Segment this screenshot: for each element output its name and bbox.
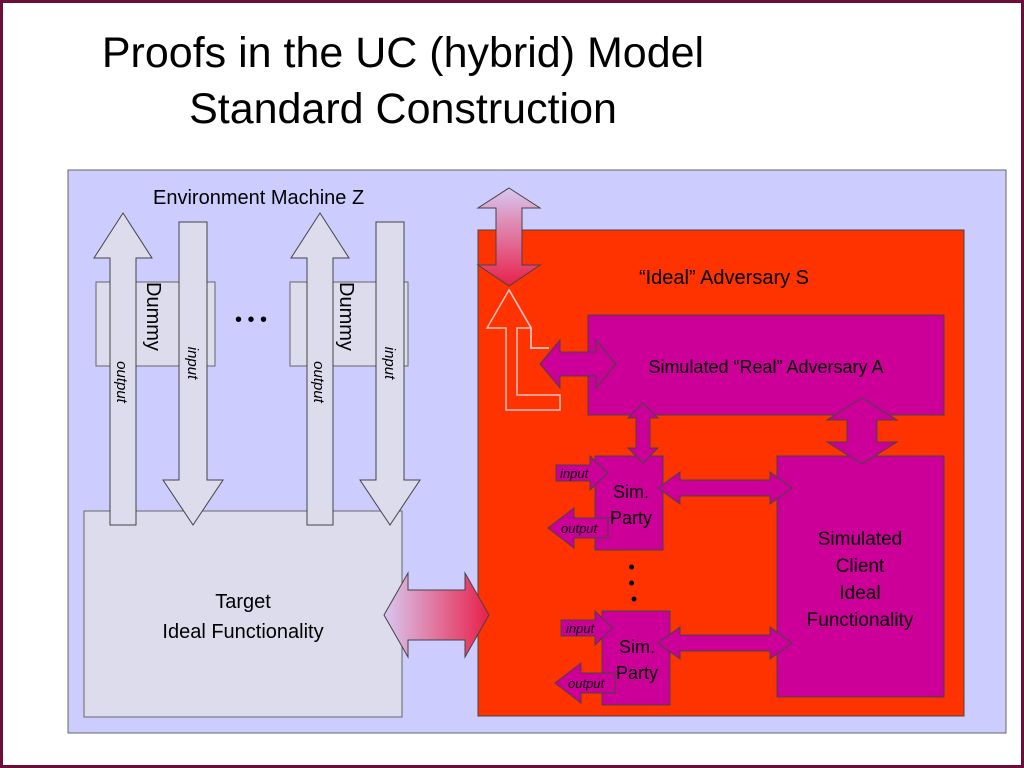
sim-party-dot-2: • <box>628 573 634 593</box>
dummy-label-left: Dummy <box>142 282 164 351</box>
sim-party-box-bottom <box>601 610 671 706</box>
adversary-party-arrow <box>626 402 660 464</box>
input-label-party-bottom: input <box>566 621 596 636</box>
environment-adversary-arrow <box>476 187 542 287</box>
sim-party-top-line-1: Sim. <box>613 482 649 502</box>
output-label-party-top: output <box>561 521 599 536</box>
output-arrow-right <box>290 212 350 526</box>
output-arrow-party-top <box>547 506 609 550</box>
construction-diagram: Environment Machine Z Target Ideal Funct… <box>67 169 1007 734</box>
simulated-real-adversary-box <box>587 314 945 416</box>
sim-party-bottom-line-1: Sim. <box>619 637 655 657</box>
output-label-right: output <box>310 361 327 404</box>
target-label-line-1: Target <box>215 591 271 613</box>
sim-party-dot-1: • <box>628 557 634 577</box>
sim-party-bottom-line-2: Party <box>616 663 658 683</box>
sim-party-dot-3: • <box>631 589 637 609</box>
target-label-line-2: Ideal Functionality <box>162 621 323 643</box>
input-label-party-top: input <box>560 466 590 481</box>
simulated-client-line-1: Simulated <box>818 529 903 550</box>
output-label-left: output <box>113 361 130 404</box>
slide: Proofs in the UC (hybrid) Model Standard… <box>3 3 1021 765</box>
simulated-client-line-3: Ideal <box>839 583 880 604</box>
adversary-client-arrow <box>825 397 899 465</box>
input-arrow-right <box>359 221 421 526</box>
target-box <box>83 510 403 718</box>
adversary-link-arrow <box>539 338 617 390</box>
party-client-arrow-bottom <box>657 626 793 660</box>
output-arrow-left <box>93 212 153 526</box>
simulated-client-line-2: Client <box>836 556 885 577</box>
simulated-client-line-4: Functionality <box>807 610 914 631</box>
input-arrow-left <box>162 221 224 526</box>
input-arrow-party-top <box>555 454 609 492</box>
environment-label: Environment Machine Z <box>153 187 364 209</box>
slide-title: Proofs in the UC (hybrid) Model Standard… <box>3 25 803 137</box>
adversary-channel-arrow <box>485 288 561 411</box>
sim-party-ellipsis: • • • <box>628 557 639 609</box>
input-label-left: input <box>184 347 201 380</box>
target-adversary-arrow <box>383 571 490 659</box>
sim-party-top-line-2: Party <box>610 508 652 528</box>
input-label-right: input <box>381 347 398 380</box>
dummy-label-right: Dummy <box>335 282 357 351</box>
simulated-real-adversary-label: Simulated “Real” Adversary A <box>648 357 883 377</box>
input-arrow-party-bottom <box>560 609 614 647</box>
ideal-adversary-label: “Ideal” Adversary S <box>639 267 809 289</box>
simulated-client-box <box>776 455 945 698</box>
party-client-arrow-top <box>657 471 793 505</box>
title-line-2: Standard Construction <box>189 85 617 133</box>
title-line-1: Proofs in the UC (hybrid) Model <box>101 29 705 77</box>
dummy-ellipsis: • • • <box>235 309 267 331</box>
output-arrow-party-bottom <box>554 661 616 705</box>
output-label-party-bottom: output <box>568 676 606 691</box>
